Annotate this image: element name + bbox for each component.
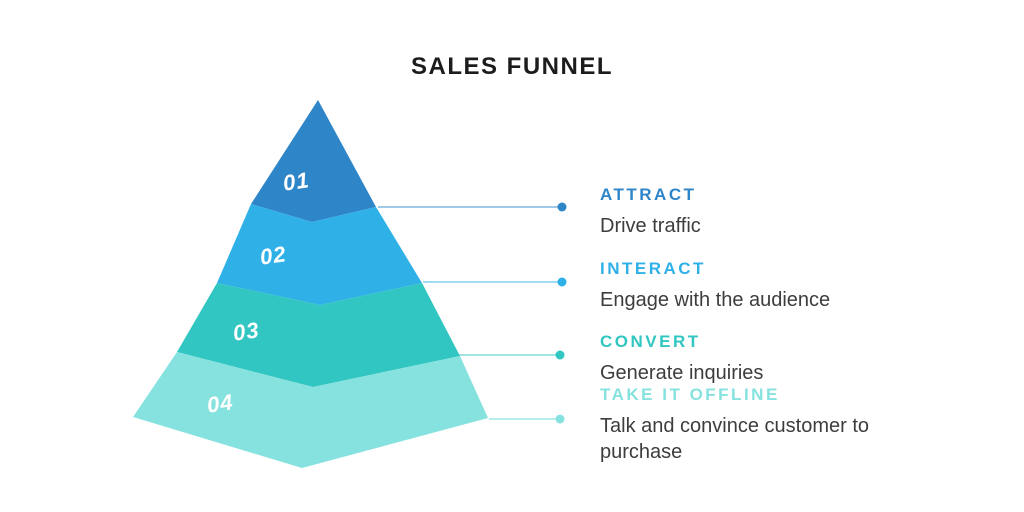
funnel-stage-2-number: 02 [258,241,289,270]
funnel-stage-1-number: 01 [281,167,312,196]
stage-2-description: Engage with the audience [600,289,831,311]
funnel-stage-2-shape [217,204,422,305]
page-title: SALES FUNNEL [410,53,613,80]
stage-4-description: Talk and convince customer to purchase [600,415,870,463]
funnel-stage-4-shape [133,352,488,468]
connector-1 [378,202,567,212]
funnel-stage-3-shape [177,283,460,387]
funnel-stage-4-label: TAKE IT OFFLINE Talk and convince custom… [600,385,910,465]
connector-dot [555,414,565,424]
stage-2-name: INTERACT [600,259,706,278]
stage-1-name: ATTRACT [600,185,697,204]
connector-2 [423,277,567,287]
funnel-stage-1-shape [251,100,376,222]
funnel-stage-3-number: 03 [231,317,262,346]
connector-4 [489,414,565,424]
connector-3 [458,350,565,360]
connector-dot [557,202,567,212]
funnel-stage-1-label: ATTRACT Drive traffic [600,185,910,239]
stage-4-name: TAKE IT OFFLINE [600,385,780,404]
funnel-stage-2-label: INTERACT Engage with the audience [600,259,910,313]
connector-dot [555,350,565,360]
funnel-stage-3-label: CONVERT Generate inquiries [600,332,910,386]
stage-3-name: CONVERT [600,332,701,351]
funnel-stage-4-number: 04 [205,389,236,418]
connector-dot [557,277,567,287]
stage-1-description: Drive traffic [600,215,701,237]
stage-3-description: Generate inquiries [600,362,764,384]
